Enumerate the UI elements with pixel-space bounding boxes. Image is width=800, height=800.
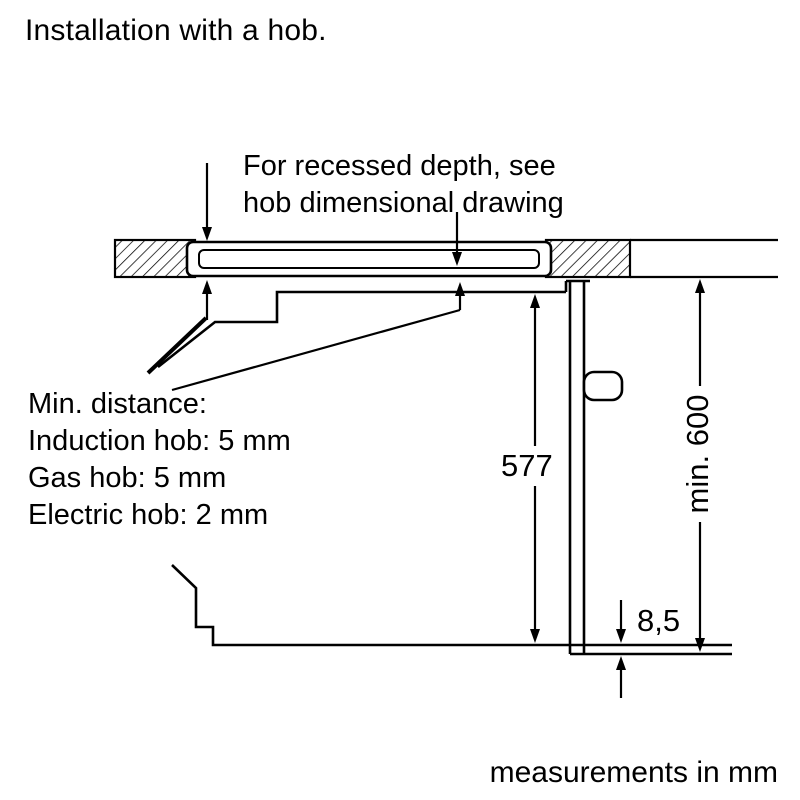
countertop-left-section — [113, 238, 197, 279]
countertop-right-section — [544, 238, 778, 279]
page-title: Installation with a hob. — [25, 14, 327, 47]
units-note: measurements in mm — [489, 756, 778, 789]
dimension-label-bottom-gap: 8,5 — [637, 603, 681, 638]
recessed-depth-note-line2: hob dimensional drawing — [243, 187, 564, 219]
dimension-line-8-5 — [616, 600, 626, 698]
oven-cabinet-outline — [157, 290, 732, 656]
oven-door — [564, 279, 590, 654]
min-distance-induction: Induction hob: 5 mm — [28, 425, 291, 457]
min-distance-title: Min. distance: — [28, 388, 207, 420]
min-distance-leaders — [146, 280, 465, 392]
dimension-label-oven-height: 577 — [494, 446, 560, 486]
recessed-depth-note-line1: For recessed depth, see — [243, 150, 556, 182]
min-distance-note: Min. distance: Induction hob: 5 mm Gas h… — [28, 386, 291, 534]
min-distance-electric: Electric hob: 2 mm — [28, 499, 269, 531]
oven-knob — [582, 370, 624, 402]
dimension-label-niche-height: min. 600 — [678, 386, 718, 522]
min-distance-gas: Gas hob: 5 mm — [28, 462, 227, 494]
hob-profile — [185, 240, 553, 278]
recessed-depth-arrows — [202, 163, 462, 266]
recessed-depth-note: For recessed depth, see hob dimensional … — [243, 148, 564, 222]
